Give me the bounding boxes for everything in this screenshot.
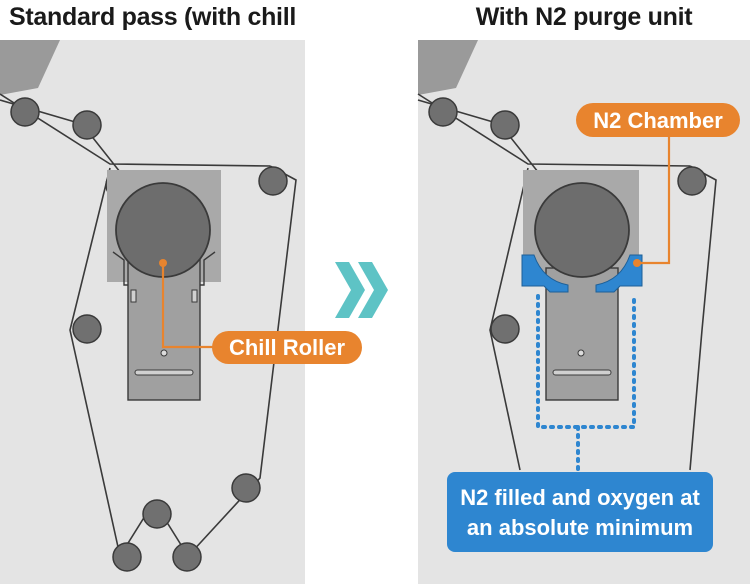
left-chill-assembly: [107, 170, 221, 401]
n2-note-line1: N2 filled and oxygen at: [460, 485, 700, 510]
right-roller-5: [490, 314, 520, 344]
left-roller-7: [142, 499, 172, 529]
n2-chamber-label: N2 Chamber: [593, 108, 723, 133]
right-feed-guide: [418, 40, 478, 95]
right-chill-roller: [534, 182, 630, 278]
n2-chamber-callout: N2 Chamber: [576, 103, 740, 137]
right-roller-2: [490, 110, 520, 140]
n2-zone-outline: [536, 294, 636, 429]
right-roller-4: [677, 166, 707, 196]
left-panel: Chill Roller: [0, 40, 362, 584]
left-feed-guide: [0, 40, 60, 95]
left-roller-4: [258, 166, 288, 196]
chill-roller-label: Chill Roller: [229, 335, 346, 360]
left-roller-9: [172, 542, 202, 572]
n2-chamber-right: [595, 254, 643, 293]
left-roller-6: [231, 473, 261, 503]
right-roller-1: [428, 97, 458, 127]
left-roller-5: [72, 314, 102, 344]
n2-chamber-left: [521, 254, 569, 293]
right-panel-title: With N2 purge unit: [475, 3, 693, 31]
chill-roller-callout: Chill Roller: [212, 331, 362, 364]
n2-note-box: N2 filled and oxygen at an absolute mini…: [447, 472, 713, 552]
left-roller-2: [72, 110, 102, 140]
right-panel: N2 Chamber N2 filled and oxygen at an ab…: [417, 40, 750, 584]
n2-note-line2: an absolute minimum: [467, 515, 693, 540]
left-roller-8: [112, 542, 142, 572]
right-chill-assembly: [521, 118, 688, 472]
double-chevron-right-icon: [335, 262, 388, 318]
left-roller-1: [10, 97, 40, 127]
